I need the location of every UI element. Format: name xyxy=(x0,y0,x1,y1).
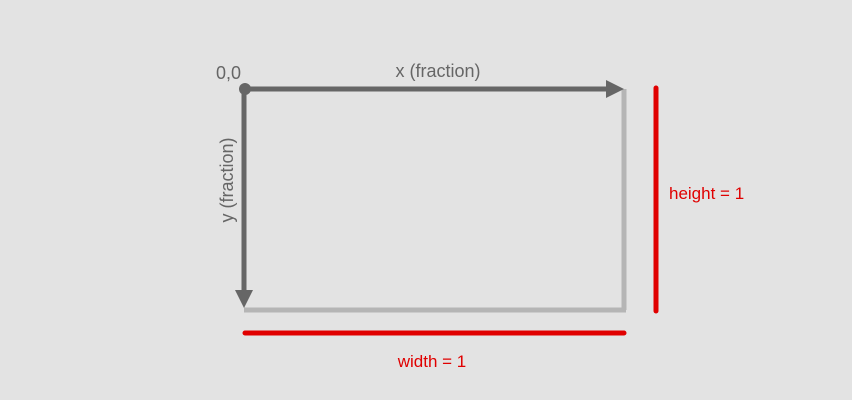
origin-label: 0,0 xyxy=(216,63,241,83)
x-axis-arrowhead xyxy=(606,80,624,98)
y-axis-label: y (fraction) xyxy=(217,137,237,222)
y-axis-arrowhead xyxy=(235,290,253,308)
x-axis-label: x (fraction) xyxy=(395,61,480,81)
origin-dot xyxy=(239,83,251,95)
width-label: width = 1 xyxy=(397,352,467,371)
height-label: height = 1 xyxy=(669,184,744,203)
